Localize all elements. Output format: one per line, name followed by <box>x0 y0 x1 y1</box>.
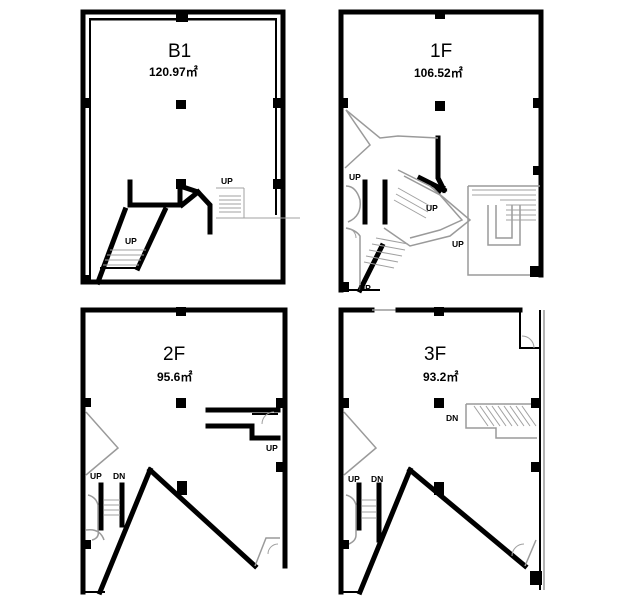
3f-area-label: 93.2㎡ <box>423 369 458 384</box>
1f-stair-label-up-left: UP <box>349 172 361 182</box>
1f-stair-label-up-center: UP <box>426 203 438 213</box>
b1-walls <box>80 9 300 286</box>
1f-floor-label: 1F <box>430 41 452 62</box>
floor-plan-3f: 3F 93.2㎡ DN UP DN <box>338 307 545 596</box>
1f-area-label: 106.52㎡ <box>414 65 463 80</box>
2f-columns <box>81 307 286 549</box>
b1-columns <box>81 10 282 284</box>
2f-stair-label-dn-left: DN <box>113 471 125 481</box>
3f-stair-label-dn-right: DN <box>446 413 458 423</box>
floor-plan-b1: B1 120.97㎡ UP UP <box>80 9 300 286</box>
2f-stair-label-up-left: UP <box>90 471 102 481</box>
1f-stair-label-up-bottom: UP <box>359 283 371 293</box>
2f-stair-label-up-right: UP <box>266 443 278 453</box>
3f-stair-label-up-left: UP <box>348 474 360 484</box>
b1-area-label: 120.97㎡ <box>149 64 198 79</box>
2f-area-label: 95.6㎡ <box>157 369 192 384</box>
1f-stair-label-up-right: UP <box>452 239 464 249</box>
2f-floor-label: 2F <box>163 344 185 365</box>
b1-stair-label-up-left: UP <box>125 236 137 246</box>
3f-stair-label-dn-left: DN <box>371 474 383 484</box>
b1-floor-label: B1 <box>168 41 191 62</box>
3f-floor-label: 3F <box>424 344 446 365</box>
b1-stair-label-up-right: UP <box>221 176 233 186</box>
floor-plan-1f: 1F 106.52㎡ UP UP UP UP <box>338 9 544 294</box>
floor-plan-2f: 2F 95.6㎡ UP UP DN <box>80 307 288 596</box>
b1-stair-treads <box>103 195 241 266</box>
3f-columns <box>339 307 542 585</box>
1f-columns <box>339 10 542 292</box>
